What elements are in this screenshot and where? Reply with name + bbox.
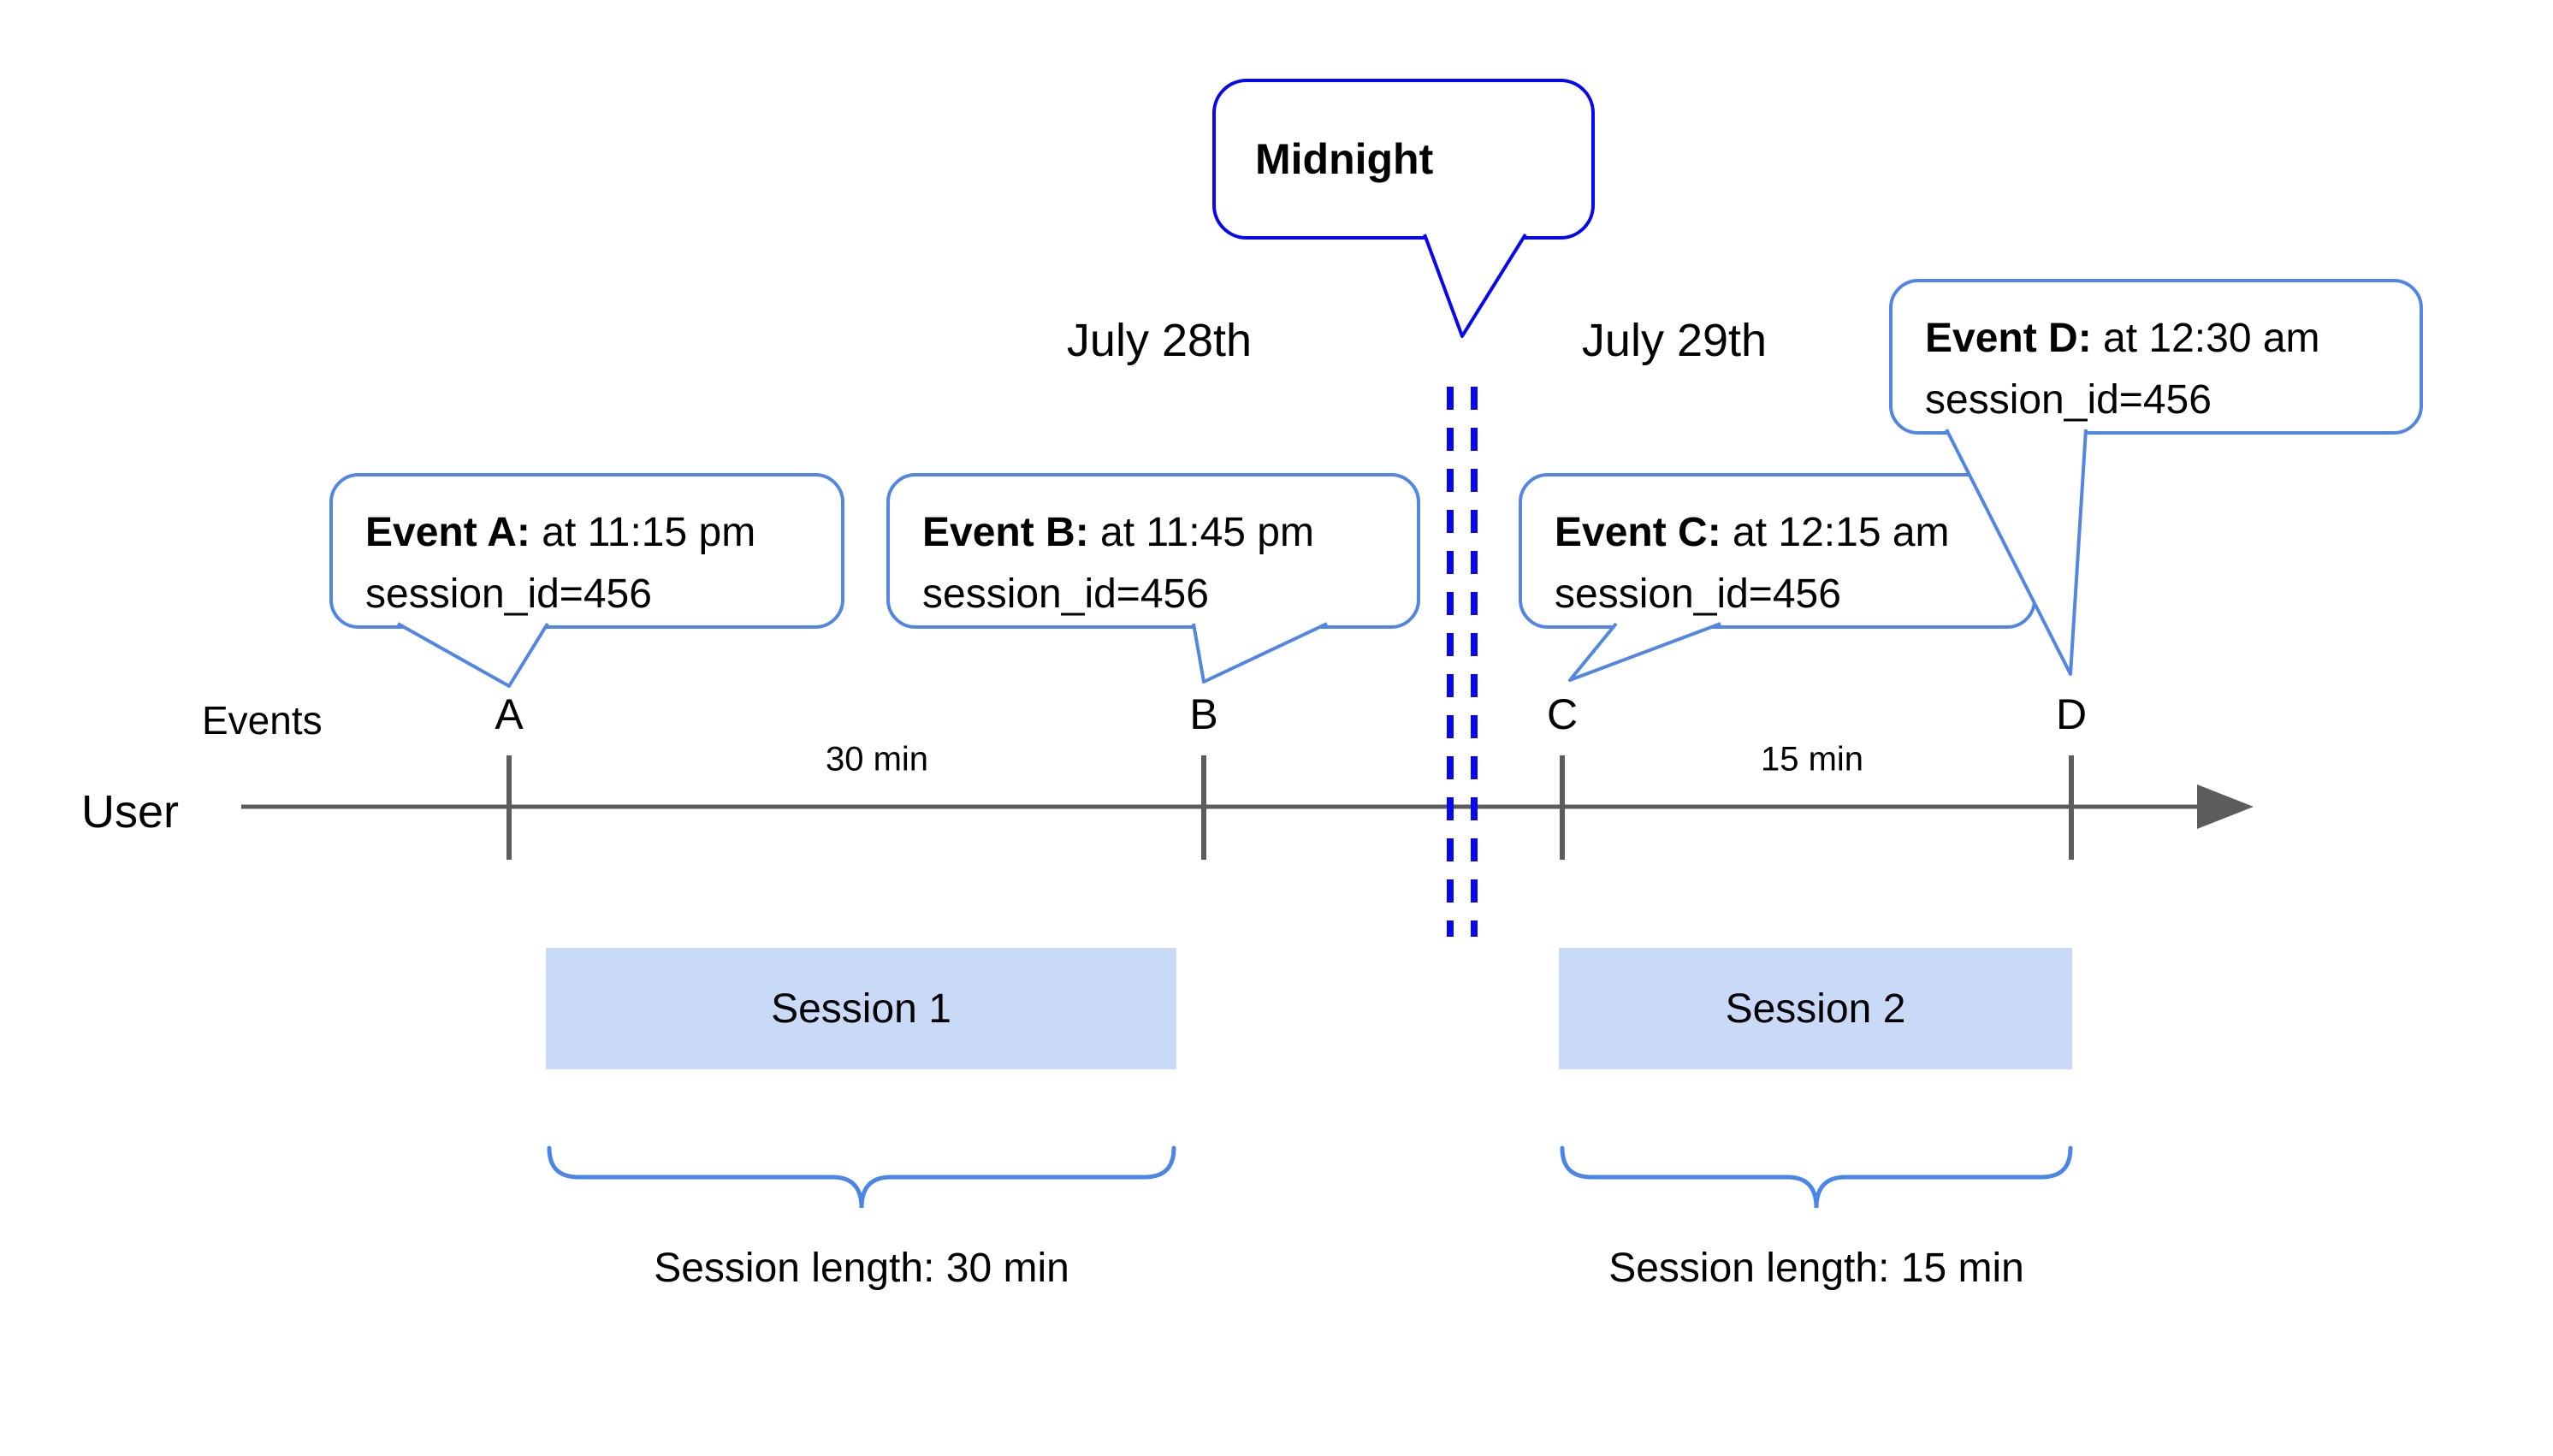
event-b-marker-label: B (1189, 690, 1218, 738)
interval-c-d-label: 15 min (1760, 740, 1864, 778)
session-2-box: Session 2 (1559, 948, 2072, 1069)
event-c-title: Event C: (1555, 510, 1721, 555)
event-d-title: Event D: (1925, 316, 2092, 361)
event-d-marker-label: D (2055, 690, 2088, 738)
session-2-label: Session 2 (1725, 985, 1906, 1032)
event-d-time: at 12:30 am (2091, 316, 2320, 361)
event-a-callout-tail (397, 622, 549, 688)
event-c-callout-tail (1568, 622, 1721, 682)
timeline-arrowhead-icon (2197, 784, 2254, 829)
session-1-label: Session 1 (771, 985, 951, 1032)
event-c-session-id: session_id=456 (1555, 571, 1841, 617)
event-d-session-id: session_id=456 (1925, 377, 2212, 423)
event-c-marker-label: C (1546, 690, 1579, 738)
event-c-callout: Event C: at 12:15 am session_id=456 (1519, 473, 2036, 629)
midnight-callout: Midnight (1212, 79, 1595, 240)
user-axis-label: User (81, 786, 180, 837)
event-b-time: at 11:45 pm (1088, 510, 1314, 555)
session-2-length-label: Session length: 15 min (1608, 1246, 2024, 1291)
session-1-box: Session 1 (546, 948, 1176, 1069)
date-label-july-29: July 29th (1581, 315, 1768, 366)
interval-a-b-label: 30 min (825, 740, 929, 778)
events-row-label: Events (202, 698, 323, 743)
event-b-line1: Event B: at 11:45 pm (922, 502, 1391, 564)
event-c-line1: Event C: at 12:15 am (1555, 502, 2007, 564)
midnight-callout-tail (1423, 233, 1527, 338)
event-a-callout: Event A: at 11:15 pm session_id=456 (329, 473, 844, 629)
midnight-label: Midnight (1255, 135, 1434, 183)
event-a-title: Event A: (365, 510, 530, 555)
event-b-title: Event B: (922, 510, 1089, 555)
date-label-july-28: July 28th (1066, 315, 1253, 366)
event-d-line1: Event D: at 12:30 am (1925, 308, 2394, 370)
event-a-session-id: session_id=456 (365, 571, 652, 617)
session-1-brace (547, 1145, 1176, 1209)
event-d-callout: Event D: at 12:30 am session_id=456 (1889, 279, 2423, 435)
event-b-session-id: session_id=456 (922, 571, 1209, 617)
event-b-callout-tail (1192, 622, 1328, 684)
session-2-brace (1560, 1145, 2073, 1209)
session-1-length-label: Session length: 30 min (654, 1246, 1069, 1291)
event-a-marker-label: A (495, 690, 524, 738)
event-b-callout: Event B: at 11:45 pm session_id=456 (886, 473, 1420, 629)
event-c-time: at 12:15 am (1721, 510, 1950, 555)
event-a-time: at 11:15 pm (530, 510, 756, 555)
event-a-line1: Event A: at 11:15 pm (365, 502, 815, 564)
